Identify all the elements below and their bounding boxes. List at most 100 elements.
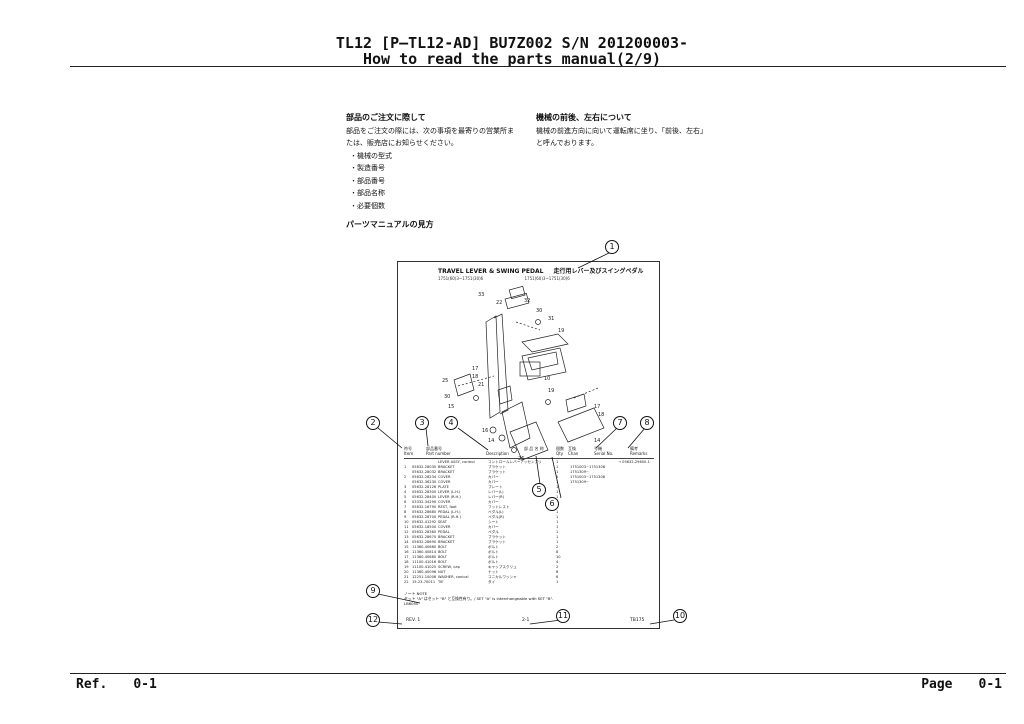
sheet-subtitle-serial-2: 1751(60)3~1751(30)6 bbox=[524, 276, 570, 281]
table-cell-desc: PEDAL bbox=[438, 530, 450, 534]
sheet-revision: REV. 1 bbox=[406, 618, 421, 623]
table-cell-jp: シート bbox=[488, 520, 499, 524]
table-cell-desc: REST, foot bbox=[438, 505, 457, 509]
table-cell-serial: 1751309~ bbox=[570, 480, 590, 484]
svg-text:33: 33 bbox=[478, 292, 484, 298]
table-cell-desc: PLATE bbox=[438, 485, 449, 489]
svg-text:19: 19 bbox=[558, 328, 564, 334]
parts-manual-guide-title: パーツマニュアルの見方 bbox=[346, 220, 434, 229]
table-cell-part: 05632-28032 bbox=[412, 470, 437, 474]
table-cell-desc: BRACKET bbox=[438, 465, 455, 469]
header-chan-jp: 互換 bbox=[568, 446, 576, 451]
table-cell-jp: レバー(R) bbox=[488, 495, 505, 499]
header-chan: Chan bbox=[568, 451, 579, 456]
table-cell-jp: ペダル(R) bbox=[488, 515, 505, 519]
table-cell-part: 05632-36230 bbox=[412, 480, 437, 484]
table-cell-desc: COVER bbox=[438, 480, 451, 484]
callout-10: 10 bbox=[673, 609, 687, 623]
table-cell-desc: NUT bbox=[438, 570, 446, 574]
callout-5: 5 bbox=[532, 483, 546, 497]
sample-parts-sheet: TRAVEL LEVER & SWING PEDAL 走行用レバー及びスイングペ… bbox=[397, 261, 660, 629]
svg-text:25: 25 bbox=[442, 378, 448, 384]
table-cell-part: 05632-28700 bbox=[412, 515, 437, 519]
header-description: Description bbox=[486, 451, 509, 456]
table-cell-item: 8 bbox=[404, 510, 407, 514]
footer-ref: Ref.0-1 bbox=[76, 677, 157, 692]
callout-8: 8 bbox=[640, 416, 654, 430]
table-cell-part: 12251-10006 bbox=[412, 575, 437, 579]
sheet-code: TB175 bbox=[630, 618, 645, 623]
ordering-item: ・部品名称 bbox=[350, 189, 385, 197]
table-cell-part: 05632-41292 bbox=[412, 520, 437, 524]
table-cell-item: 12 bbox=[404, 530, 409, 534]
table-cell-part: 05632-28670 bbox=[412, 535, 437, 539]
svg-text:22: 22 bbox=[496, 300, 502, 306]
table-cell-desc: LEVER (L.H.) bbox=[438, 490, 461, 494]
table-cell-desc: LEVER ASSY, control bbox=[438, 460, 475, 464]
table-cell-part: 05632-28680 bbox=[412, 510, 437, 514]
header-part: Part number bbox=[426, 451, 451, 456]
callout-12: 12 bbox=[366, 613, 380, 627]
directions-text-1: 機械の前進方向に向いて運転席に坐り、「前後、左右」 bbox=[536, 126, 708, 135]
table-cell-desc: SCREW, cap bbox=[438, 565, 460, 569]
table-cell-part: 05632-28690 bbox=[412, 540, 437, 544]
table-cell-jp: ボルト bbox=[488, 545, 499, 549]
table-cell-jp: カバー bbox=[488, 480, 499, 484]
table-cell-jp: レバー(L) bbox=[488, 490, 504, 494]
table-cell-jp: フットレスト bbox=[488, 505, 510, 509]
header-remarks: Remarks bbox=[630, 451, 648, 456]
table-cell-jp: タイ bbox=[488, 580, 496, 584]
table-cell-qty: 1 bbox=[556, 495, 559, 499]
ordering-heading: 部品のご注文に際して bbox=[346, 113, 426, 122]
table-cell-serial: 1751309~ bbox=[570, 470, 590, 474]
table-cell-qty: 1 bbox=[556, 535, 559, 539]
header-remarks-jp: 備考 bbox=[630, 446, 638, 451]
table-cell-qty: 1 bbox=[556, 485, 559, 489]
table-cell-desc: COVER bbox=[438, 500, 451, 504]
header-serial-jp: 号機 bbox=[594, 446, 602, 451]
table-cell-item: 15 bbox=[404, 545, 409, 549]
table-cell-part: 05632-16790 bbox=[412, 505, 437, 509]
table-cell-desc: BRACKET bbox=[438, 470, 455, 474]
table-cell-desc: SEAT bbox=[438, 520, 447, 524]
callout-7: 7 bbox=[613, 416, 627, 430]
document-header-model: TL12 [P—TL12-AD] BU7Z002 S/N 201200003- bbox=[335, 34, 689, 52]
table-cell-desc: BOLT bbox=[438, 550, 447, 554]
table-cell-item: 21 bbox=[404, 575, 409, 579]
svg-text:14: 14 bbox=[488, 438, 494, 444]
sheet-page-number: 2-1 bbox=[522, 618, 530, 623]
header-part-jp: 部品番号 bbox=[426, 446, 442, 451]
table-cell-qty: 8 bbox=[556, 570, 559, 574]
svg-text:16: 16 bbox=[482, 428, 488, 434]
table-cell-part: 11360-40680 bbox=[412, 555, 437, 559]
table-cell-jp: ナット bbox=[488, 570, 499, 574]
table-cell-jp: ペダル(L) bbox=[488, 510, 504, 514]
footer-ref-value: 0-1 bbox=[133, 677, 157, 692]
callout-4: 4 bbox=[444, 416, 458, 430]
table-cell-desc: BOLT bbox=[438, 545, 447, 549]
table-cell-jp: ボルト bbox=[488, 555, 499, 559]
sheet-title-jp: 走行用レバー及びスイングペダル bbox=[553, 268, 644, 275]
table-cell-desc: COVER bbox=[438, 475, 451, 479]
table-cell-qty: 10 bbox=[556, 555, 561, 559]
sheet-subtitle-serial: 1751(60)3~1751(30)6 bbox=[438, 276, 484, 281]
table-cell-qty: 8 bbox=[556, 550, 559, 554]
table-cell-desc: BRACKET bbox=[438, 535, 455, 539]
header-qty-jp: 個数 bbox=[556, 446, 564, 451]
table-cell-part: 11360-40096 bbox=[412, 570, 437, 574]
